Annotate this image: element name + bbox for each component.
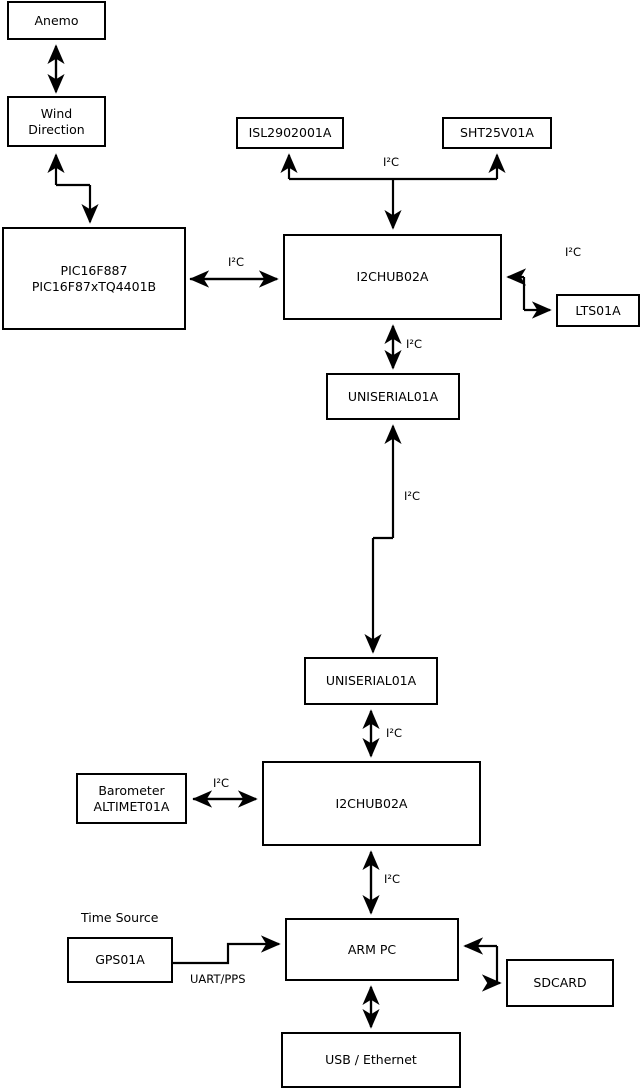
node-sdcard[interactable]: SDCARD xyxy=(506,959,614,1007)
node-uniserial01a-upper[interactable]: UNISERIAL01A xyxy=(326,373,460,420)
node-pic-mcu[interactable]: PIC16F887 PIC16F87xTQ4401B xyxy=(2,227,186,330)
node-lts01a[interactable]: LTS01A xyxy=(556,294,640,327)
node-barometer-altimet01a[interactable]: Barometer ALTIMET01A xyxy=(76,773,187,824)
label-i2c-hub-armpc: I²C xyxy=(384,872,401,886)
node-anemo[interactable]: Anemo xyxy=(7,1,106,40)
wire-gps-armpc-seg xyxy=(173,935,281,965)
node-i2chub02a-bottom[interactable]: I2CHUB02A xyxy=(262,761,481,846)
node-sht25v01a[interactable]: SHT25V01A xyxy=(442,117,552,149)
node-isl2902001a[interactable]: ISL2902001A xyxy=(236,117,344,149)
node-uniserial01a-lower[interactable]: UNISERIAL01A xyxy=(304,657,438,705)
node-i2chub02a-top[interactable]: I2CHUB02A xyxy=(283,234,502,320)
label-i2c-pic-hub: I²C xyxy=(228,255,245,269)
label-i2c-baro-hub: I²C xyxy=(213,776,230,790)
label-i2c-uniserial-link: I²C xyxy=(404,489,421,503)
node-arm-pc[interactable]: ARM PC xyxy=(285,918,459,981)
label-i2c-uniserial-hub: I²C xyxy=(386,726,403,740)
node-usb-ethernet[interactable]: USB / Ethernet xyxy=(281,1032,461,1088)
label-i2c-hub-lts: I²C xyxy=(565,245,582,259)
label-uart-pps: UART/PPS xyxy=(190,972,246,986)
node-wind-direction[interactable]: Wind Direction xyxy=(7,96,106,147)
label-i2c-sensor-bus: I²C xyxy=(383,155,400,169)
label-i2c-hub-uniserial: I²C xyxy=(406,337,423,351)
label-time-source: Time Source xyxy=(81,910,159,925)
node-gps01a[interactable]: GPS01A xyxy=(67,937,173,983)
